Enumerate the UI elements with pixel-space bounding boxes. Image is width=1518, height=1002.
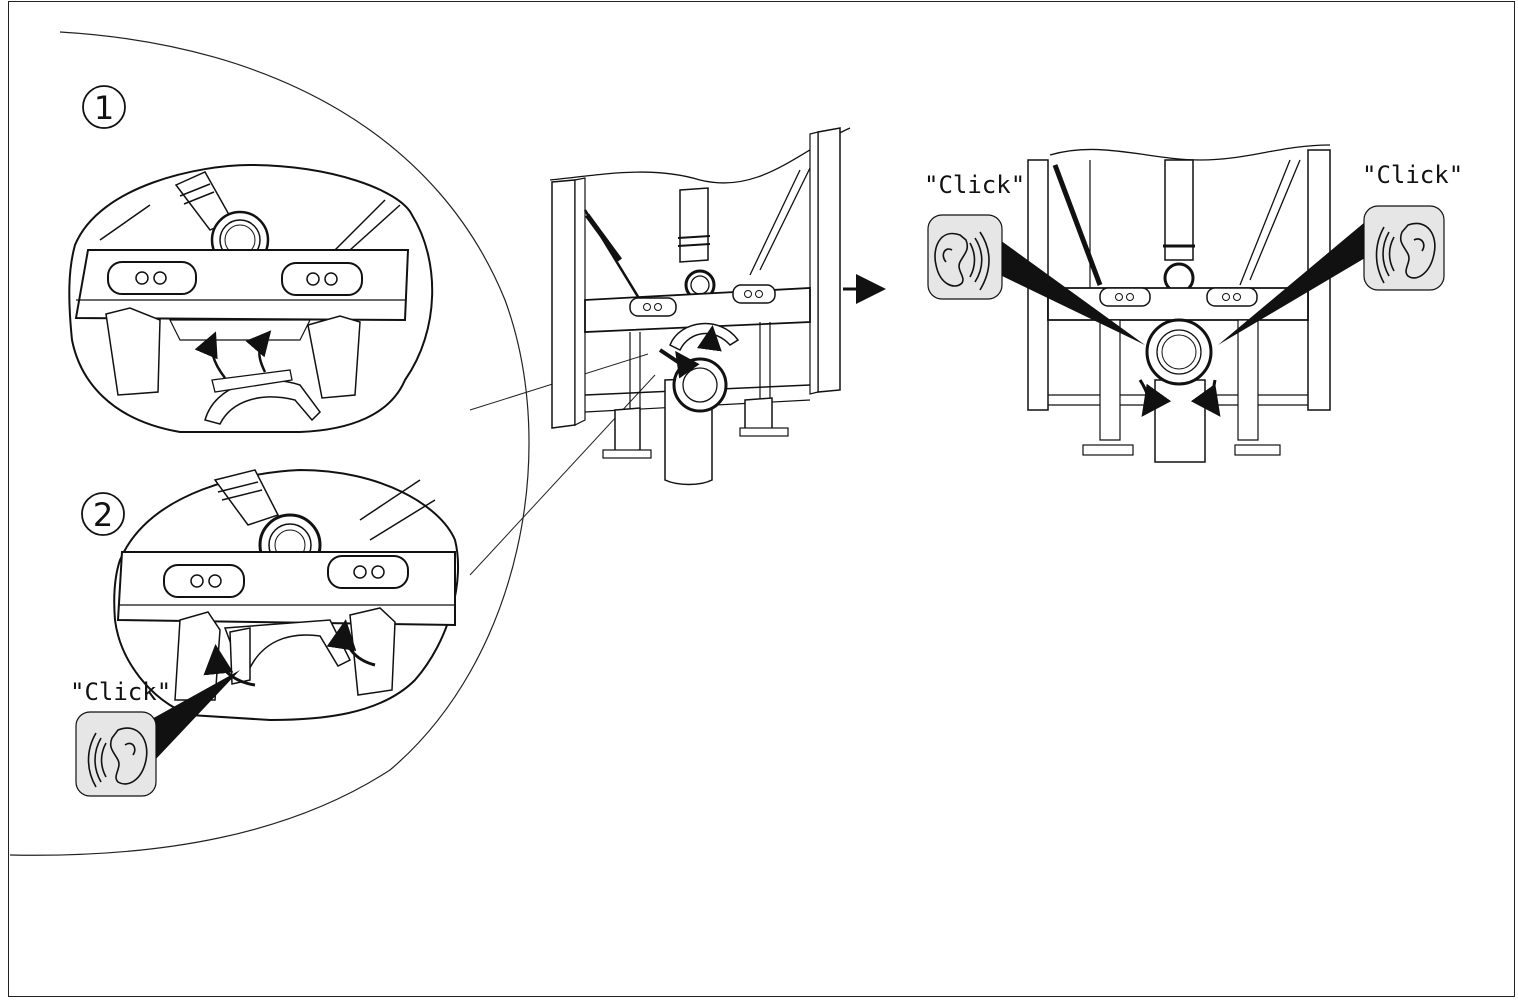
ear-icon [87, 727, 148, 788]
detail-circle-outline [9, 31, 530, 856]
step-1-label: 1 [94, 89, 114, 127]
ear-icon [934, 231, 990, 291]
main-frame [549, 127, 851, 486]
step-1-detail [68, 163, 434, 433]
click-arrow-icon [203, 644, 256, 687]
step-2-marker: 2 [81, 492, 125, 536]
callout-pointer [1000, 240, 1145, 345]
leader-line-bottom [469, 374, 656, 576]
step-2-label: 2 [93, 496, 113, 534]
callout-pointer [1218, 222, 1365, 345]
click-label: "Click" [1362, 161, 1463, 189]
result-left-click-callout: "Click" [924, 171, 1025, 300]
callout-pointer [150, 670, 240, 760]
result-right-click-callout: "Click" [1362, 161, 1463, 291]
step-2-click-callout: "Click" [70, 678, 171, 797]
step-1-marker: 1 [82, 85, 126, 129]
page-border [8, 1, 1515, 997]
click-label: "Click" [924, 171, 1025, 199]
arrow-up-right-icon [245, 330, 272, 373]
click-arrow-icon [326, 619, 376, 667]
arrow-up-left-icon [194, 331, 226, 379]
click-label: "Click" [70, 678, 171, 706]
result-frame [1000, 144, 1365, 463]
ear-icon [1375, 222, 1436, 284]
step-2-detail [113, 468, 459, 760]
